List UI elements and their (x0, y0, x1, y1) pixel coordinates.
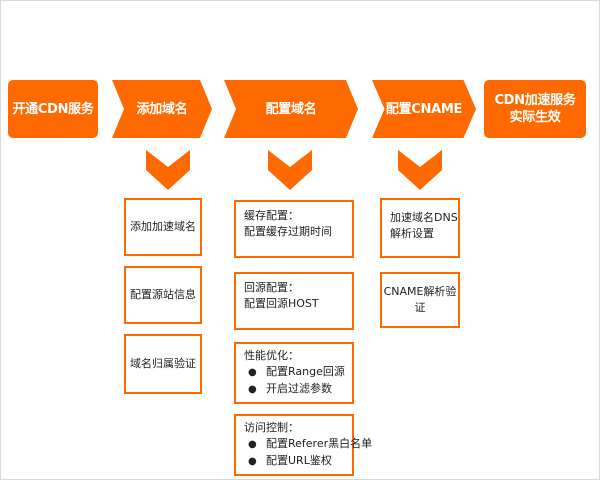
dns-setting-box: 加速域名DNS 解析设置 (380, 198, 460, 258)
down-chevron-icon (398, 150, 442, 190)
step-configure-cname: 配置CNAME (372, 80, 476, 138)
step-configure-domain: 配置域名 (224, 80, 358, 138)
add-domain-box: 添加加速域名 (124, 198, 202, 256)
cname-verify-box: CNAME解析验证 (380, 272, 460, 328)
box-text: 域名归属验证 (130, 357, 196, 370)
box-text: 解析设置 (390, 227, 434, 240)
step-cdn-effective: CDN加速服务 实际生效 (484, 80, 586, 138)
bullet-text: 配置URL鉴权 (266, 454, 332, 467)
down-chevron-icon (268, 150, 312, 190)
domain-verify-box: 域名归属验证 (124, 334, 202, 394)
step-label: 开通CDN服务 (12, 101, 94, 117)
down-chevron-icon (146, 150, 190, 190)
box-text: 配置回源HOST (244, 297, 319, 310)
box-title: 回源配置： (244, 281, 299, 294)
step-label-line-1: CDN加速服务 (494, 93, 576, 108)
box-text: 配置缓存过期时间 (244, 225, 332, 238)
bullet-text: 配置Range回源 (266, 365, 345, 378)
bullet-list: ● 配置Range回源 ● 开启过滤参数 (244, 364, 345, 398)
step-add-domain: 添加域名 (112, 80, 212, 138)
step-open-cdn: 开通CDN服务 (8, 80, 98, 138)
box-text: 配置源站信息 (130, 288, 196, 301)
bullet-item: ● 开启过滤参数 (244, 381, 344, 398)
box-text: 添加加速域名 (130, 220, 196, 233)
bullet-list: ● 配置Referer黑白名单 ● 配置URL鉴权 (244, 436, 372, 470)
box-title: 缓存配置： (244, 209, 299, 222)
cache-config-box: 缓存配置： 配置缓存过期时间 (234, 200, 354, 258)
performance-box: 性能优化： ● 配置Range回源 ● 开启过滤参数 (234, 342, 354, 404)
step-label: 添加域名 (136, 101, 188, 117)
bullet-item: ● 配置Referer黑白名单 (244, 436, 372, 453)
bullet-icon: ● (248, 456, 257, 467)
step-label: 配置域名 (265, 101, 317, 117)
step-label-line-2: 实际生效 (509, 110, 561, 125)
bullet-icon: ● (248, 384, 257, 395)
origin-config-box: 回源配置： 配置回源HOST (234, 272, 354, 330)
step-label: 配置CNAME (385, 101, 463, 117)
bullet-text: 开启过滤参数 (266, 382, 332, 395)
bullet-item: ● 配置URL鉴权 (244, 453, 344, 470)
box-title: 性能优化： (244, 349, 299, 362)
box-title: 访问控制： (244, 421, 299, 434)
origin-info-box: 配置源站信息 (124, 266, 202, 324)
box-text: 加速域名DNS (390, 211, 458, 224)
access-control-box: 访问控制： ● 配置Referer黑白名单 ● 配置URL鉴权 (234, 414, 372, 476)
bullet-text: 配置Referer黑白名单 (266, 437, 373, 450)
box-text: CNAME解析验证 (383, 285, 457, 314)
bullet-item: ● 配置Range回源 (244, 364, 345, 381)
bullet-icon: ● (248, 439, 257, 450)
bullet-icon: ● (248, 367, 257, 378)
